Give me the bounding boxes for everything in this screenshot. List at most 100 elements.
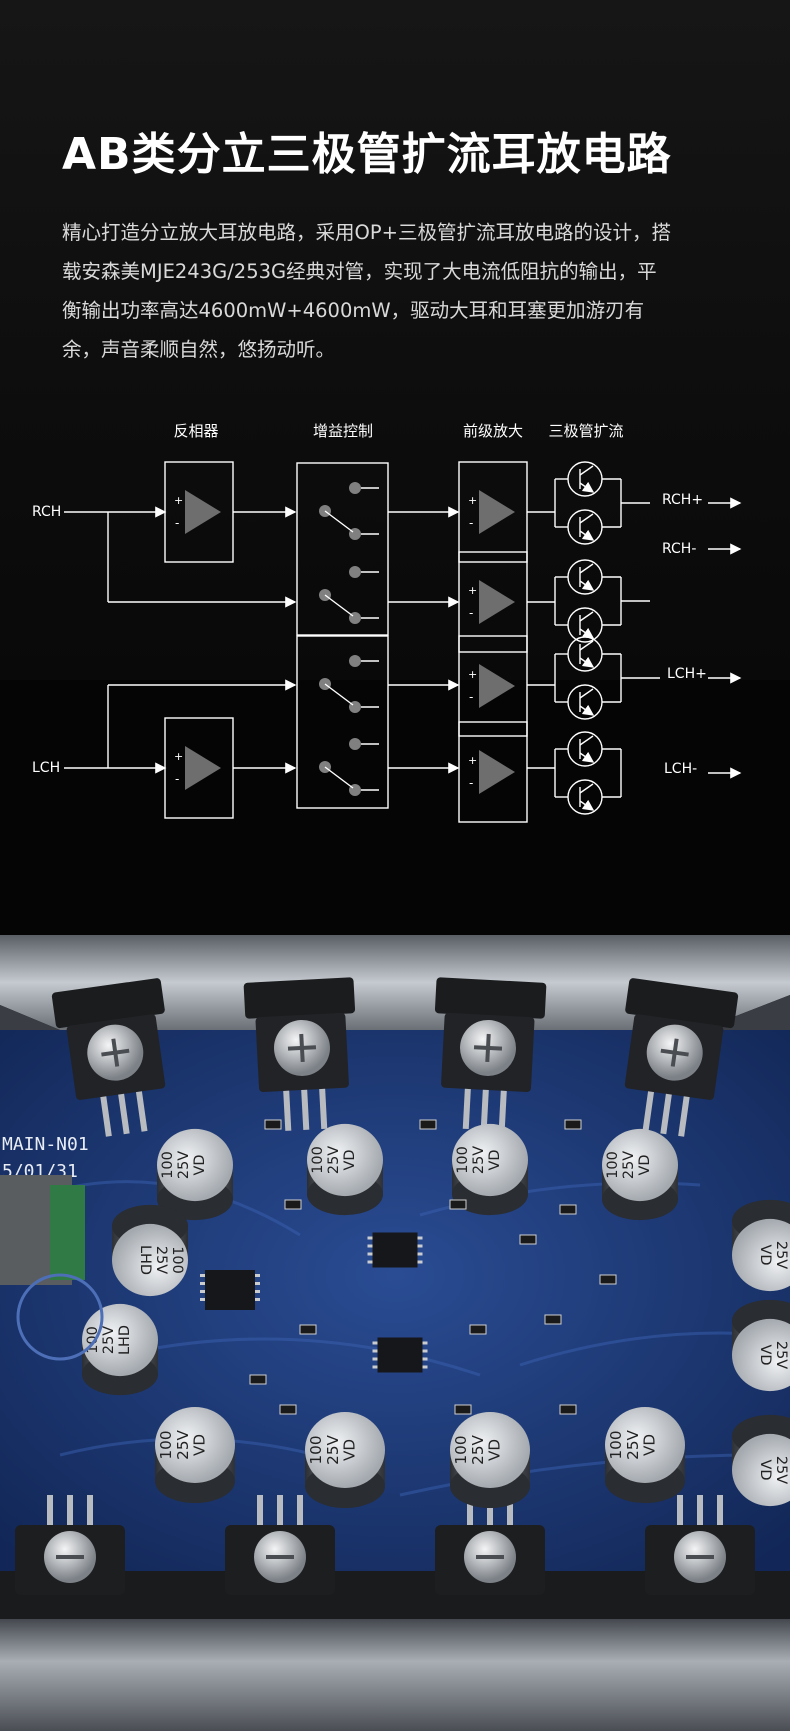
input-label-rch: RCH bbox=[32, 504, 61, 520]
opamp-triangle bbox=[185, 490, 221, 534]
ic-chip bbox=[372, 1232, 418, 1268]
capacitor-marking: 100 bbox=[789, 1456, 790, 1484]
capacitor-marking: 100 bbox=[789, 1341, 790, 1369]
transistor-collector bbox=[579, 735, 594, 746]
diagram-panel-lower bbox=[0, 680, 790, 935]
switch-contact bbox=[349, 655, 361, 667]
transistor-lead bbox=[257, 1495, 263, 1535]
input-label-lch: LCH bbox=[32, 760, 60, 776]
capacitor-top bbox=[305, 1412, 385, 1488]
smd-component bbox=[419, 1119, 437, 1130]
opamp-plus-sign: + bbox=[468, 668, 477, 681]
opamp-plus-sign: + bbox=[468, 494, 477, 507]
capacitor-marking: 100 bbox=[310, 1146, 326, 1174]
gain-control-box bbox=[296, 462, 389, 636]
transistor-collector bbox=[579, 465, 594, 476]
transistor-symbol bbox=[567, 731, 603, 767]
transistor-lead bbox=[283, 1090, 292, 1131]
capacitor-marking: 100 bbox=[160, 1151, 176, 1179]
ic-pin bbox=[417, 1260, 423, 1264]
capacitor-marking: VD bbox=[757, 1245, 773, 1266]
smd-component bbox=[564, 1119, 582, 1130]
header-inverter: 反相器 bbox=[173, 422, 218, 440]
capacitor-marking: 100 bbox=[455, 1146, 471, 1174]
capacitor-marking: 100 bbox=[605, 1151, 621, 1179]
capacitor-marking: LHD bbox=[137, 1245, 153, 1275]
transistor-lead bbox=[677, 1495, 683, 1535]
opamp-minus-sign: - bbox=[469, 690, 473, 704]
capacitor-marking: VD bbox=[192, 1155, 208, 1176]
switch-blade bbox=[324, 683, 354, 706]
transistor-lead bbox=[297, 1495, 303, 1535]
output-label-lch-minus: LCH- bbox=[664, 761, 697, 777]
ic-pin bbox=[422, 1365, 428, 1369]
ic-pin bbox=[200, 1282, 205, 1285]
transistor-lead bbox=[660, 1093, 672, 1135]
ic-pin bbox=[367, 1260, 373, 1264]
transistor-lead bbox=[118, 1093, 130, 1135]
ic-pin bbox=[372, 1357, 378, 1361]
smd-component bbox=[284, 1199, 302, 1210]
capacitor-top bbox=[452, 1123, 528, 1197]
output-label-rch-minus: RCH- bbox=[662, 541, 696, 557]
ic-pin bbox=[417, 1252, 423, 1256]
capacitor-marking: 25V bbox=[621, 1151, 637, 1179]
switch-contact bbox=[349, 482, 361, 494]
transistor-collector bbox=[579, 783, 594, 794]
transistor-lead bbox=[277, 1495, 283, 1535]
transistor-lead bbox=[480, 1089, 489, 1130]
power-transistor-bottom bbox=[435, 1495, 545, 1595]
transistor-emitter bbox=[579, 481, 595, 493]
ic-pin bbox=[200, 1274, 205, 1277]
transistor-symbol bbox=[567, 559, 603, 595]
switch-blade bbox=[324, 594, 354, 617]
ic-pin bbox=[255, 1290, 260, 1293]
capacitor-marking: 25V bbox=[176, 1151, 192, 1179]
ic-pin bbox=[372, 1365, 378, 1369]
smd-component bbox=[559, 1404, 577, 1415]
power-transistor bbox=[434, 977, 547, 1131]
description-line: 载安森美MJE243G/253G经典对管，实现了大电流低阻抗的输出，平 bbox=[62, 260, 657, 283]
transistor-emitter bbox=[579, 751, 595, 763]
opamp-box bbox=[458, 635, 528, 737]
capacitor-marking: 25V bbox=[174, 1430, 192, 1460]
transistor-collector bbox=[579, 513, 594, 524]
screw-slot bbox=[111, 1038, 120, 1067]
transistor-lead bbox=[462, 1088, 471, 1130]
transistor-collector bbox=[579, 563, 594, 574]
capacitor-top bbox=[602, 1128, 678, 1202]
smd-component bbox=[559, 1204, 577, 1215]
capacitor-marking: VD bbox=[341, 1439, 359, 1461]
capacitor-marking: 25V bbox=[773, 1341, 789, 1369]
capacitor-marking: 100 bbox=[789, 1241, 790, 1269]
screw-slot bbox=[670, 1038, 679, 1067]
switch-contact bbox=[349, 566, 361, 578]
smd-component bbox=[519, 1234, 537, 1245]
intro-panel bbox=[0, 0, 790, 680]
transistor-symbol bbox=[567, 509, 603, 545]
capacitor-marking: VD bbox=[757, 1460, 773, 1481]
capacitor-marking: 100 bbox=[607, 1431, 625, 1460]
capacitor-top bbox=[732, 1218, 790, 1292]
transistor-collector bbox=[579, 640, 594, 651]
power-transistor bbox=[51, 978, 166, 1137]
opamp-minus-sign: - bbox=[469, 776, 473, 790]
capacitor-top bbox=[450, 1412, 530, 1488]
transistor-lead bbox=[642, 1091, 655, 1132]
ic-pin bbox=[372, 1349, 378, 1353]
switch-blade bbox=[324, 510, 354, 533]
capacitor-marking: VD bbox=[342, 1150, 358, 1171]
transistor-collector bbox=[579, 688, 594, 699]
screw-slot bbox=[299, 1033, 305, 1063]
circuit-diagram: 反相器 增益控制 前级放大 三极管扩流 RCH LCH RCH+ RCH- LC… bbox=[0, 400, 790, 920]
header-gain-control: 增益控制 bbox=[313, 422, 373, 440]
capacitor-marking: LHD bbox=[117, 1325, 133, 1355]
power-transistor-bottom bbox=[15, 1495, 125, 1595]
opamp-triangle bbox=[479, 750, 515, 794]
opamp-minus-sign: - bbox=[469, 516, 473, 530]
potentiometer-pcb bbox=[50, 1185, 85, 1280]
